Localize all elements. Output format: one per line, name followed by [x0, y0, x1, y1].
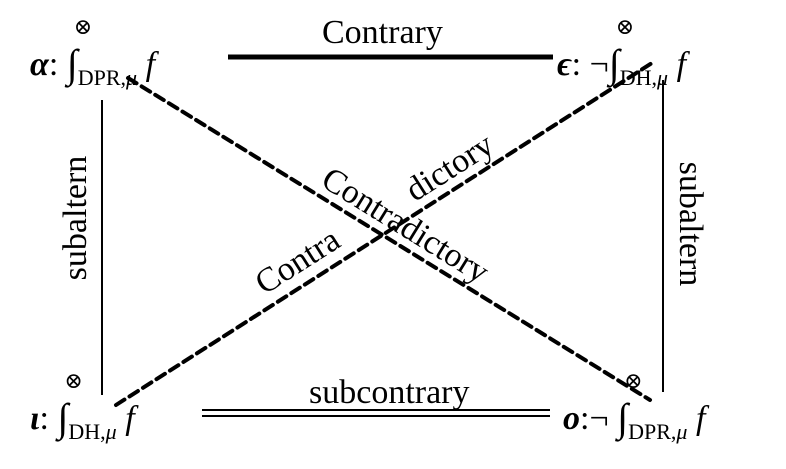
subscript-mu: μ — [126, 65, 138, 90]
corner-letter: ϵ — [557, 46, 572, 83]
integral-icon: ∫ — [57, 395, 69, 440]
integral-icon: ∫ — [66, 41, 78, 86]
otimes-icon: ⊗ — [615, 14, 635, 39]
contradictory-diagonal-down — [126, 76, 652, 402]
contrary-label: Contrary — [322, 14, 443, 51]
corner-iota: ι: ∫⊗ DH,μ f — [30, 370, 135, 443]
subscript: DH,μ — [68, 419, 116, 444]
corner-letter: α — [30, 46, 49, 83]
corner-epsilon: ϵ: ¬∫⊗ DH,μ f — [557, 16, 687, 89]
negation-icon: ¬ — [589, 400, 609, 437]
function-f: f — [125, 400, 135, 437]
colon: : — [39, 400, 49, 437]
subscript-text: DH, — [68, 419, 106, 444]
otimes-icon: ⊗ — [624, 368, 643, 393]
colon: : — [48, 46, 59, 83]
negation-icon: ¬ — [589, 46, 609, 83]
function-f: f — [695, 400, 706, 437]
function-f: f — [145, 46, 156, 83]
subscript: DH,μ — [620, 65, 668, 90]
corner-alpha: α: ∫⊗ DPR,μ f — [30, 16, 156, 89]
subscript-mu: μ — [657, 65, 669, 90]
integral-icon: ∫ — [608, 41, 620, 86]
subscript-text: DH, — [619, 65, 658, 90]
subcontrary-label: subcontrary — [309, 374, 470, 411]
corner-letter: o — [563, 400, 580, 437]
subscript-mu: μ — [676, 419, 688, 444]
otimes-icon: ⊗ — [64, 368, 83, 393]
subscript: DPR,μ — [628, 419, 687, 444]
otimes-icon: ⊗ — [73, 14, 93, 39]
contradictory-diagonal-up — [114, 61, 654, 407]
colon: : — [580, 400, 590, 437]
corner-omicron: o:¬ ∫⊗ DPR,μ f — [563, 370, 706, 443]
colon: : — [571, 46, 582, 83]
corner-letter: ι — [30, 400, 40, 437]
function-f: f — [676, 46, 687, 83]
subscript-text: DPR, — [77, 65, 127, 90]
subaltern-right-label: subaltern — [672, 161, 709, 287]
subscript-text: DPR, — [628, 419, 677, 444]
subaltern-left-label: subaltern — [57, 155, 94, 281]
integral-icon: ∫ — [617, 395, 629, 440]
subscript: DPR,μ — [78, 65, 137, 90]
subscript-mu: μ — [105, 419, 117, 444]
